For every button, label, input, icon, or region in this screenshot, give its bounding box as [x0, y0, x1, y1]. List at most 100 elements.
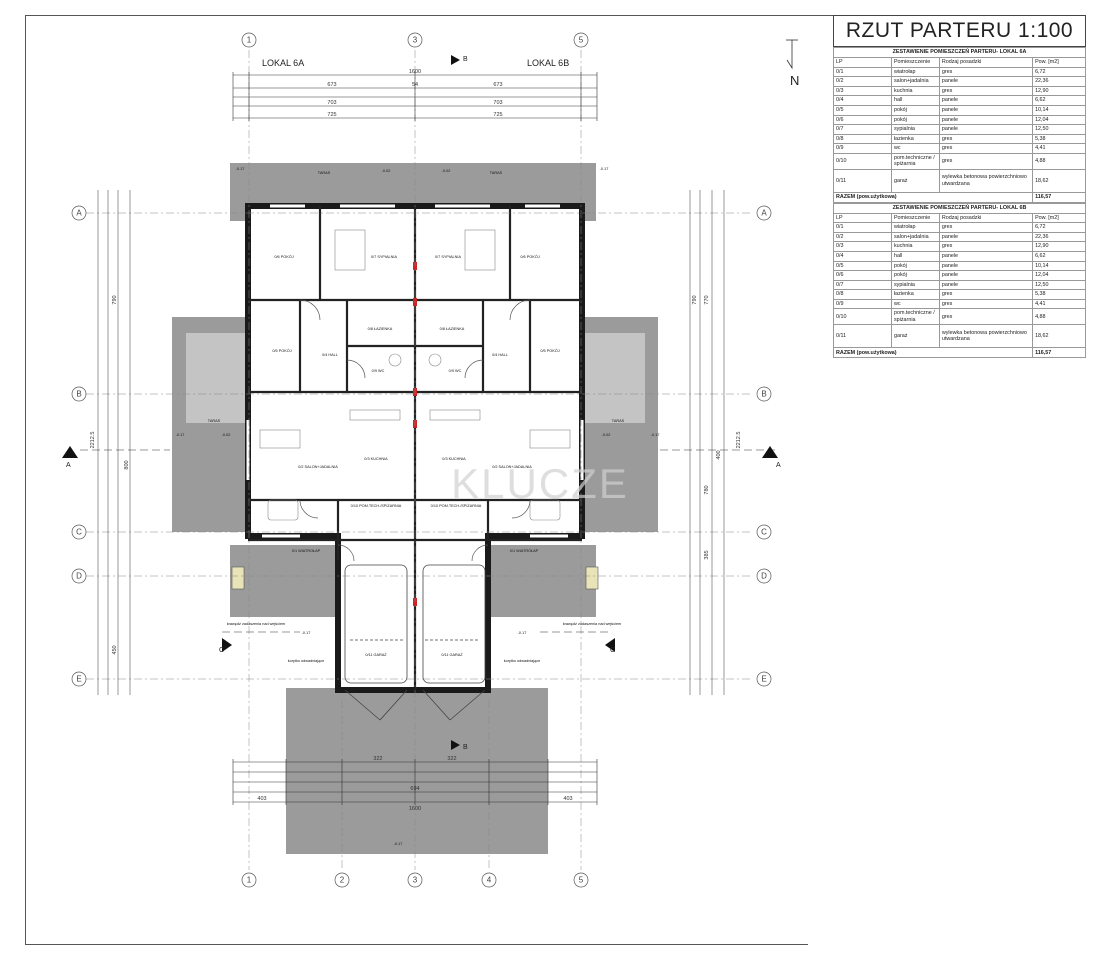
table-cell: 0/1 [833, 222, 892, 233]
room-label: 0/8 ŁAZIENKA [368, 327, 393, 331]
room-label: 0/1 WIATROŁAP [292, 549, 321, 553]
level-label: -0.17 [651, 433, 660, 437]
dim-text: 725 [493, 112, 502, 118]
table-cell: sypialnia [890, 124, 940, 135]
table-cell: pokój [890, 260, 940, 272]
dim-text: 400 [716, 450, 722, 459]
level-label: -0.17 [176, 433, 185, 437]
table-cell: gres [938, 289, 1034, 300]
section-a-label: A [776, 462, 781, 469]
table-cell: wiatrołap [890, 222, 940, 233]
dim-text: 703 [493, 100, 502, 106]
table-cell: hall [890, 95, 940, 106]
table-cell: pokój [890, 114, 940, 126]
table-cell: wylewka betonowa powierzchniowo utwardza… [938, 168, 1034, 193]
table-cell: sypialnia [890, 279, 940, 291]
sheet-title: RZUT PARTERU 1:100 [833, 15, 1086, 47]
room-label: 0/6 POKÓJ [520, 254, 539, 259]
room-label: 0/2 SALON+JADALNIA [492, 465, 532, 469]
room-label: 0/4 HALL [322, 353, 338, 357]
table-header-cell: LP [833, 212, 892, 224]
table-cell: 12,50 [1032, 279, 1086, 291]
table-cell: 0/7 [833, 279, 892, 291]
table-caption: ZESTAWIENIE POMIESZCZEŃ PARTERU- LOKAL 6… [833, 202, 1086, 214]
dim-text: 673 [493, 82, 502, 88]
grid-row-label: C [76, 528, 82, 537]
table-cell: panele [938, 114, 1034, 126]
table-cell: gres [938, 133, 1034, 145]
unit-label-6b: LOKAL 6B [527, 58, 569, 68]
dim-text: 403 [257, 796, 266, 802]
table-cell: 6,72 [1032, 66, 1086, 78]
grid-row-label: B [761, 390, 766, 399]
table-cell: 18,62 [1032, 168, 1086, 193]
dim-text: 1600 [409, 69, 421, 75]
room-label: 0/3 KUCHNIA [364, 457, 388, 461]
terrace-hatch [186, 333, 645, 423]
grid-col-label: 2 [340, 876, 345, 885]
furniture [231, 229, 599, 590]
dim-text: 1600 [409, 806, 421, 812]
table-cell: 4,41 [1032, 143, 1086, 154]
table-cell: panele [938, 250, 1034, 262]
room-label: TARAS [318, 171, 331, 175]
section-a-label: A [66, 462, 71, 469]
room-label: 0/1 WIATROŁAP [510, 549, 539, 553]
dim-text: 703 [327, 100, 336, 106]
section-cut-lines [80, 449, 775, 633]
dimension-ticks [232, 72, 598, 805]
level-label: -0.02 [382, 169, 391, 173]
table-cell: 0/11 [833, 324, 892, 349]
room-label: 0/9 WC [449, 369, 462, 373]
north-label: N [790, 73, 799, 88]
table-cell: panele [938, 124, 1034, 135]
table-cell: gres [938, 152, 1034, 170]
table-cell: wc [890, 143, 940, 154]
note-label: korytko odwadniające [504, 659, 541, 663]
table-cell: 0/3 [833, 85, 892, 97]
table-cell: 0/4 [833, 95, 892, 106]
table-cell: 0/5 [833, 260, 892, 272]
level-label: -0.17 [394, 842, 403, 846]
dim-text: 725 [327, 112, 336, 118]
table-cell: pokój [890, 104, 940, 116]
table-total-value: 116,57 [1032, 347, 1086, 359]
section-c-label: C [610, 647, 615, 654]
table-header-cell: LP [833, 57, 892, 68]
table-cell: gres [938, 85, 1034, 97]
dim-text: 2212.5 [90, 432, 96, 449]
room-table-6b: ZESTAWIENIE POMIESZCZEŃ PARTERU- LOKAL 6… [832, 202, 1086, 359]
room-label: 0/8 ŁAZIENKA [440, 327, 465, 331]
table-cell: 10,14 [1032, 104, 1086, 116]
dim-text: 2212.5 [736, 432, 742, 449]
dim-text: 403 [563, 796, 572, 802]
table-cell: 0/7 [833, 124, 892, 135]
table-cell: salon+jadalnia [890, 76, 940, 87]
table-cell: kuchnia [890, 241, 940, 252]
dim-text: 780 [704, 485, 710, 494]
room-label: 0/10 POM.TECH./SPIŻARNIA [431, 503, 482, 508]
table-cell: gres [938, 222, 1034, 233]
table-cell: 6,62 [1032, 95, 1086, 106]
dim-text: 673 [327, 82, 336, 88]
table-cell: garaż [890, 324, 940, 349]
table-cell: 22,36 [1032, 76, 1086, 87]
table-cell: garaż [890, 168, 940, 193]
table-cell: pom.techniczne / spiżarnia [890, 152, 940, 170]
table-cell: 5,38 [1032, 133, 1086, 145]
table-cell: 0/3 [833, 241, 892, 252]
table-cell: gres [938, 241, 1034, 252]
table-total-label: RAZEM (pow.użytkowa) [832, 347, 1034, 359]
